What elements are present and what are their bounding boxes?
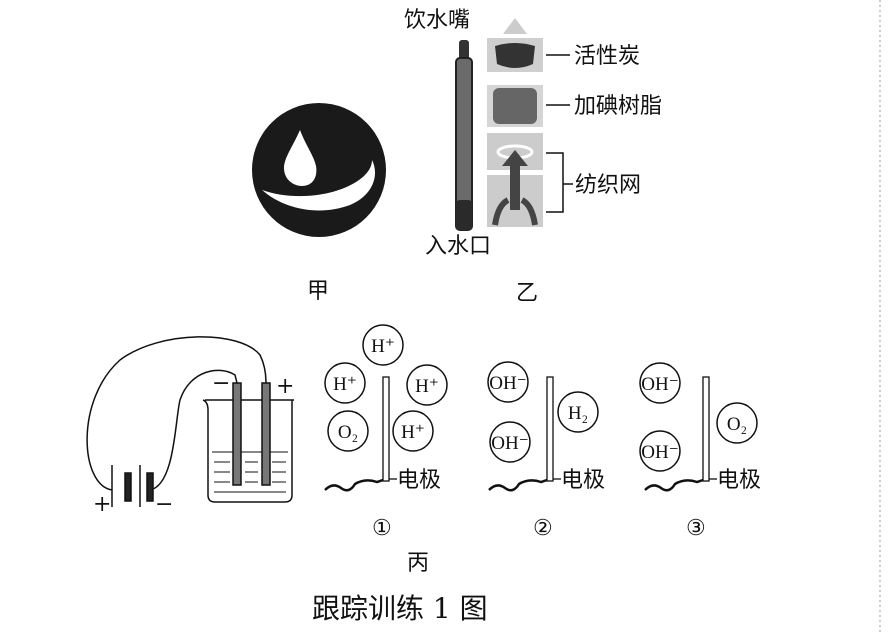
particle-label: O₂: [727, 414, 747, 435]
figure-caption: 跟踪训练 1 图: [312, 592, 488, 625]
particle: H⁺: [324, 362, 366, 404]
particle: O₂: [327, 410, 369, 452]
electrode-label: 电极: [717, 468, 761, 493]
particle: H⁺: [392, 410, 434, 452]
filter-straw: [455, 40, 473, 231]
water-saving-logo: [252, 103, 386, 237]
arrow-up-icon: [503, 18, 527, 34]
particle-label: OH⁻: [489, 373, 526, 394]
particle-label: O₂: [338, 422, 358, 443]
particle: H⁺: [362, 324, 404, 366]
bracket: [546, 152, 573, 213]
particle-label: H⁺: [371, 336, 395, 357]
particle: O₂: [716, 402, 758, 444]
panel-number: ①: [372, 516, 392, 541]
particle: OH⁻: [639, 362, 681, 404]
label-jia: 甲: [307, 279, 329, 304]
particle: H⁺: [406, 364, 448, 406]
particle: OH⁻: [639, 430, 681, 472]
particle: OH⁻: [487, 361, 529, 403]
layer-activated-carbon: 活性炭: [574, 44, 640, 69]
electrolysis-apparatus: [86, 336, 294, 507]
layer-iodine-resin: 加碘树脂: [574, 94, 662, 119]
label-bing: 丙: [407, 551, 429, 576]
layer-textile-mesh: 纺织网: [575, 173, 641, 198]
electrode: [546, 376, 554, 482]
cathode-sign: −: [212, 371, 230, 396]
electrode-label: 电极: [561, 468, 605, 493]
electrode-base: [488, 478, 548, 492]
particle-label: OH⁻: [491, 433, 528, 454]
electrode-base: [324, 478, 384, 492]
electrode-base: [644, 478, 704, 492]
label-yi: 乙: [516, 281, 538, 306]
particle: OH⁻: [489, 421, 531, 463]
anode-sign: +: [276, 374, 294, 399]
particle: H₂: [557, 391, 599, 433]
panel-3: OH⁻ O₂ OH⁻ 电极 ③: [639, 362, 761, 541]
drink-mouth-label: 饮水嘴: [404, 8, 470, 33]
particle-label: OH⁻: [641, 374, 678, 395]
particle-label: H₂: [568, 403, 588, 424]
battery-minus: −: [155, 492, 173, 517]
particle-label: H⁺: [415, 376, 439, 397]
filter-layers: [487, 18, 543, 227]
panel-1: H⁺ H⁺ H⁺ O₂ H⁺ 电极①: [324, 324, 448, 541]
battery-plus: +: [93, 492, 111, 517]
electrode: [382, 376, 390, 482]
panel-number: ②: [533, 516, 553, 541]
electrode: [702, 376, 710, 482]
particle-label: H⁺: [333, 374, 357, 395]
panel-2: OH⁻ H₂ OH⁻ 电极 ②: [487, 361, 605, 541]
particle-label: H⁺: [401, 422, 425, 443]
water-inlet-label: 入水口: [425, 234, 491, 259]
particle-label: OH⁻: [641, 442, 678, 463]
panel-number: ③: [686, 516, 706, 541]
electrode-label: 电极: [397, 468, 441, 493]
